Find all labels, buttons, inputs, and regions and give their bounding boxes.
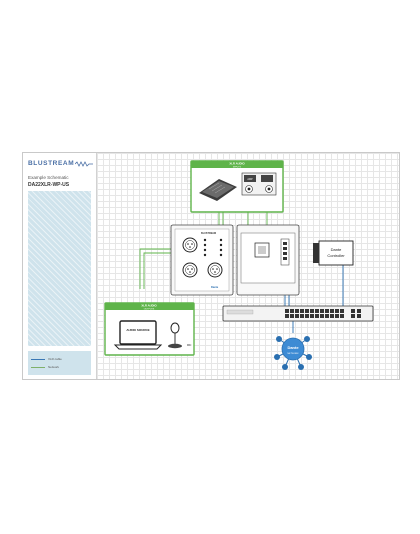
- dante-network-icon: [281, 337, 305, 361]
- wallplate-back: [236, 224, 300, 296]
- xlr-outputs-box: XLR AUDIO INPUTS AMP: [190, 160, 284, 213]
- dante-network-sub: NETWORK: [287, 353, 299, 355]
- mixer-icon: [199, 179, 237, 201]
- xlr-outputs-title: XLR AUDIO: [229, 162, 245, 166]
- laptop-icon: AUDIO SOURCE: [113, 320, 163, 350]
- controller-label-line1: Dante: [331, 247, 342, 252]
- network-node-icons: [274, 336, 312, 370]
- xlr-connector-icon: [207, 262, 223, 278]
- controller-server-icon: [313, 243, 319, 263]
- xlr-inputs-box: XLR AUDIO OUTPUTS AUDIO SOURCE MIC: [104, 302, 195, 356]
- logo-wave-icon: [75, 161, 93, 167]
- legend-line-network: [31, 367, 45, 368]
- mic-label: MIC: [187, 344, 192, 347]
- switch-ports: [285, 309, 361, 318]
- legend: XLR cable Network: [28, 351, 91, 375]
- model-number: DA22XLR-WP-US: [28, 182, 70, 188]
- legend-label-network: Network: [48, 365, 60, 369]
- legend-line-xlr: [31, 359, 45, 360]
- xlr-outputs-subtitle: INPUTS: [233, 166, 242, 168]
- dante-network: Dante NETWORK: [274, 336, 312, 370]
- brand-logo: BLUSTREAM: [28, 160, 75, 167]
- xlr-inputs-title: XLR AUDIO: [141, 304, 157, 308]
- network-switch: [222, 305, 374, 322]
- amplifier-label: AMP: [247, 178, 253, 181]
- wallplate-buttons: [203, 238, 223, 257]
- legend-label-xlr: XLR cable: [48, 357, 62, 361]
- microphone-icon: MIC: [168, 322, 192, 349]
- sidebar: BLUSTREAM Example Schematic DA22XLR-WP-U…: [23, 153, 97, 379]
- audio-source-label: AUDIO SOURCE: [126, 328, 149, 332]
- xlr-connector-icon: [182, 262, 198, 278]
- dante-controller: Dante Controller: [313, 240, 354, 266]
- xlr-connector-icon: [182, 237, 198, 253]
- sidebar-hatch-panel: [28, 191, 91, 346]
- schematic-sheet: BLUSTREAM Example Schematic DA22XLR-WP-U…: [22, 152, 400, 380]
- schematic-subtitle: Example Schematic: [28, 175, 69, 180]
- controller-label-line2: Controller: [327, 253, 345, 258]
- wallplate-brand: BLUSTREAM: [201, 232, 216, 235]
- wallplate-front: BLUSTREAM: [170, 224, 234, 296]
- schematic-diagram: XLR AUDIO INPUTS AMP: [104, 160, 374, 370]
- amplifier-icon: AMP: [241, 172, 277, 196]
- xlr-inputs-subtitle: OUTPUTS: [144, 308, 155, 310]
- wallplate-dante-badge: Dante: [211, 285, 219, 289]
- dante-network-label: Dante: [287, 345, 299, 350]
